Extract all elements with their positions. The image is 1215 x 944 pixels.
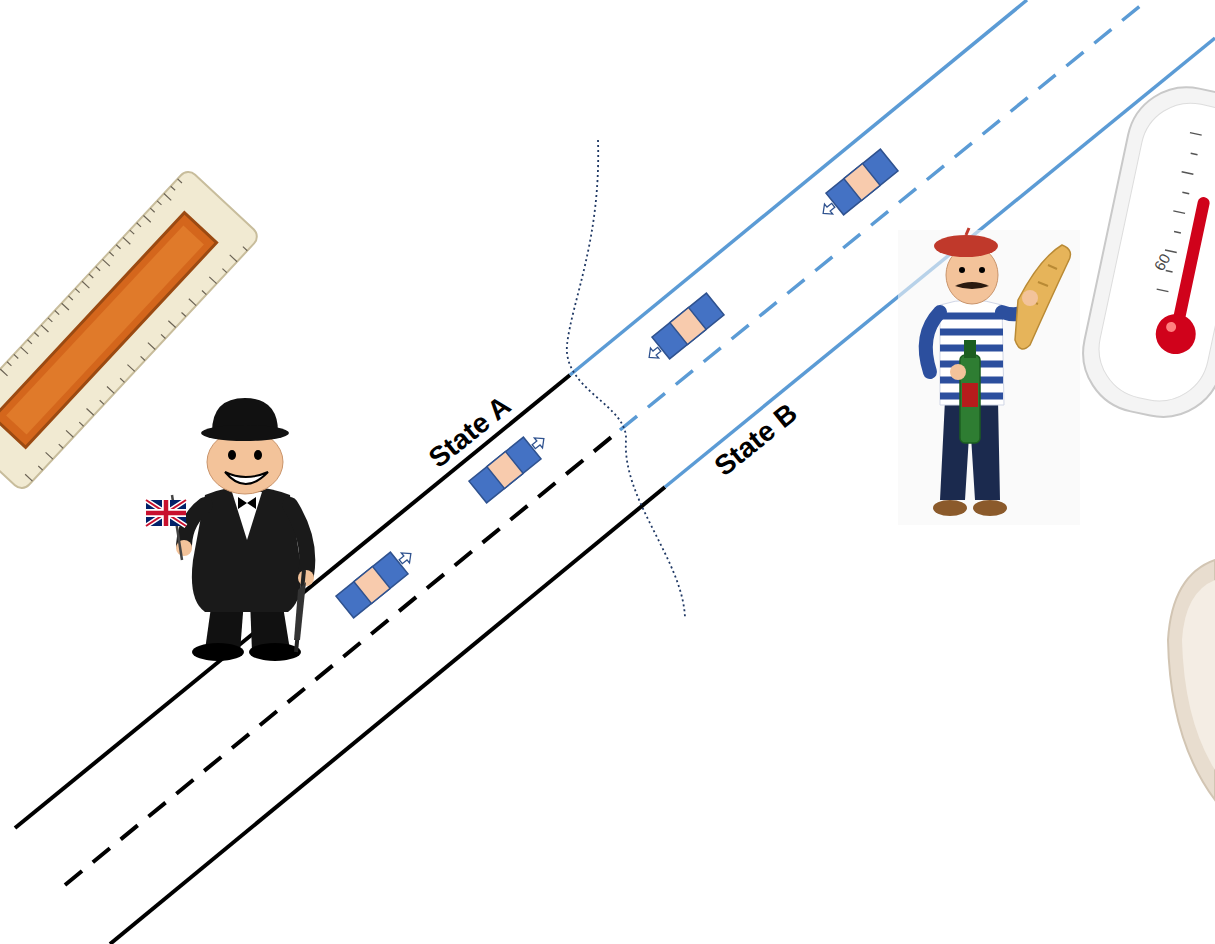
shoe [973, 500, 1007, 516]
arm [290, 505, 307, 575]
ruler-window-inner [6, 225, 204, 434]
car-body [826, 149, 898, 215]
car [336, 543, 420, 618]
bottle-label [962, 383, 978, 407]
shoe [249, 643, 301, 661]
car [640, 293, 724, 368]
hand [1022, 290, 1038, 306]
beret [934, 235, 998, 257]
hand [298, 570, 314, 586]
ruler-window [0, 213, 217, 448]
bulb-highlight [1165, 321, 1177, 333]
mustache [955, 282, 989, 289]
direction-arrow [645, 344, 663, 362]
smile [225, 472, 268, 484]
thermometer-scale: 60 [1150, 251, 1173, 274]
car-body [652, 293, 724, 359]
umbrella-canopy [294, 582, 306, 640]
eye [979, 267, 985, 273]
state-label: State B [708, 397, 803, 483]
bottle-neck [964, 340, 976, 358]
shoe [192, 643, 244, 661]
baguette [1015, 245, 1070, 349]
state-label: State A [423, 390, 517, 475]
flag-cross [146, 500, 186, 526]
arm [184, 505, 205, 545]
ruler-ticks [0, 179, 185, 420]
car-cabin [487, 452, 523, 489]
shirt-front [232, 492, 262, 540]
frenchman [898, 228, 1080, 525]
car-cabin [670, 308, 706, 345]
direction-arrow [530, 433, 548, 451]
cup [1168, 560, 1215, 800]
flag-saltire [146, 500, 186, 526]
state-border [567, 140, 685, 618]
eye [959, 267, 965, 273]
eye [228, 450, 236, 460]
flag-field [146, 500, 186, 526]
car-body [469, 437, 541, 503]
englishman [146, 398, 314, 661]
shoe [933, 500, 967, 516]
union-jack [146, 500, 186, 526]
bow-tie [238, 497, 256, 509]
hand [950, 364, 966, 380]
cup-body [1168, 560, 1215, 800]
arm [926, 312, 940, 372]
car [814, 149, 898, 224]
road-centre-line [65, 430, 620, 885]
car-cabin [354, 567, 390, 604]
road-edge [110, 487, 665, 944]
car-body [336, 552, 408, 618]
mercury-column [1172, 196, 1211, 326]
mercury-bulb [1152, 310, 1199, 357]
flag-cross [146, 500, 186, 526]
beret-stalk [966, 228, 969, 235]
direction-arrow [397, 548, 415, 566]
figure-background [898, 230, 1080, 525]
car-cabin [844, 164, 880, 201]
eye [254, 450, 262, 460]
road-edge [15, 375, 570, 828]
thermometer [1072, 76, 1215, 428]
flag-saltire [146, 500, 186, 526]
cup-highlight [1182, 580, 1215, 770]
direction-arrow [819, 200, 837, 218]
thermometer-body [1072, 76, 1215, 428]
hat-brim [201, 425, 289, 441]
thermometer-face [1090, 94, 1215, 410]
